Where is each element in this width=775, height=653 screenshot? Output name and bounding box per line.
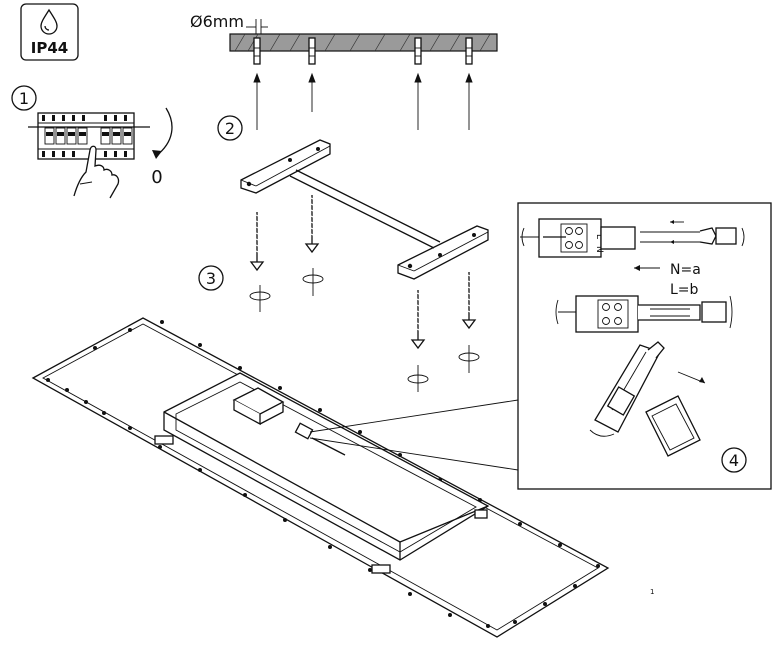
terminal-n-label: N — [594, 246, 604, 253]
mounting-frame — [163, 372, 490, 561]
step-4-number: 4 — [729, 451, 739, 470]
connector-top: L N — [538, 218, 745, 258]
ip44-badge: IP44 — [20, 3, 79, 61]
wall-plug-3 — [414, 37, 422, 65]
drill-diameter-label: Ø6mm — [190, 12, 244, 31]
terminal-l-label: L — [594, 234, 604, 239]
step-2-number: 2 — [225, 119, 235, 138]
power-off-label: 0 — [151, 167, 162, 188]
step-1-number: 1 — [19, 89, 29, 108]
screw-1 — [249, 212, 265, 272]
wall-plug-2 — [308, 37, 316, 65]
step-3: 3 — [198, 265, 224, 291]
terminal-block — [294, 422, 346, 456]
circuit-breaker-panel: 0 — [28, 107, 173, 199]
screw-3 — [410, 290, 426, 350]
wall-plug-1 — [253, 37, 261, 65]
step-1: 1 — [11, 85, 37, 111]
neutral-mapping: N=a — [670, 262, 701, 278]
mounting-bracket — [240, 139, 489, 280]
wiring-detail-box: L N N=a L=b — [517, 202, 772, 490]
screw-4 — [461, 272, 477, 330]
step-3-number: 3 — [206, 269, 216, 288]
water-drop-icon — [40, 8, 58, 35]
rotate-arrow-icon — [249, 268, 480, 392]
led-panel — [31, 317, 610, 638]
driver-box — [232, 387, 285, 426]
ceiling-drill: Ø6mm — [190, 12, 498, 130]
connector-clip — [589, 341, 706, 457]
step-2: 2 — [217, 115, 243, 141]
wall-plug-4 — [465, 37, 473, 65]
live-mapping: L=b — [670, 282, 699, 298]
step-4: 4 — [721, 447, 747, 473]
ceiling-section — [229, 33, 498, 52]
screw-2 — [304, 195, 320, 254]
hand-pointing-icon — [73, 145, 120, 199]
page-mark: 1 — [650, 588, 654, 596]
switch-off-arrow-icon — [155, 107, 173, 157]
ip44-label: IP44 — [31, 39, 68, 57]
connector-middle — [555, 295, 733, 333]
